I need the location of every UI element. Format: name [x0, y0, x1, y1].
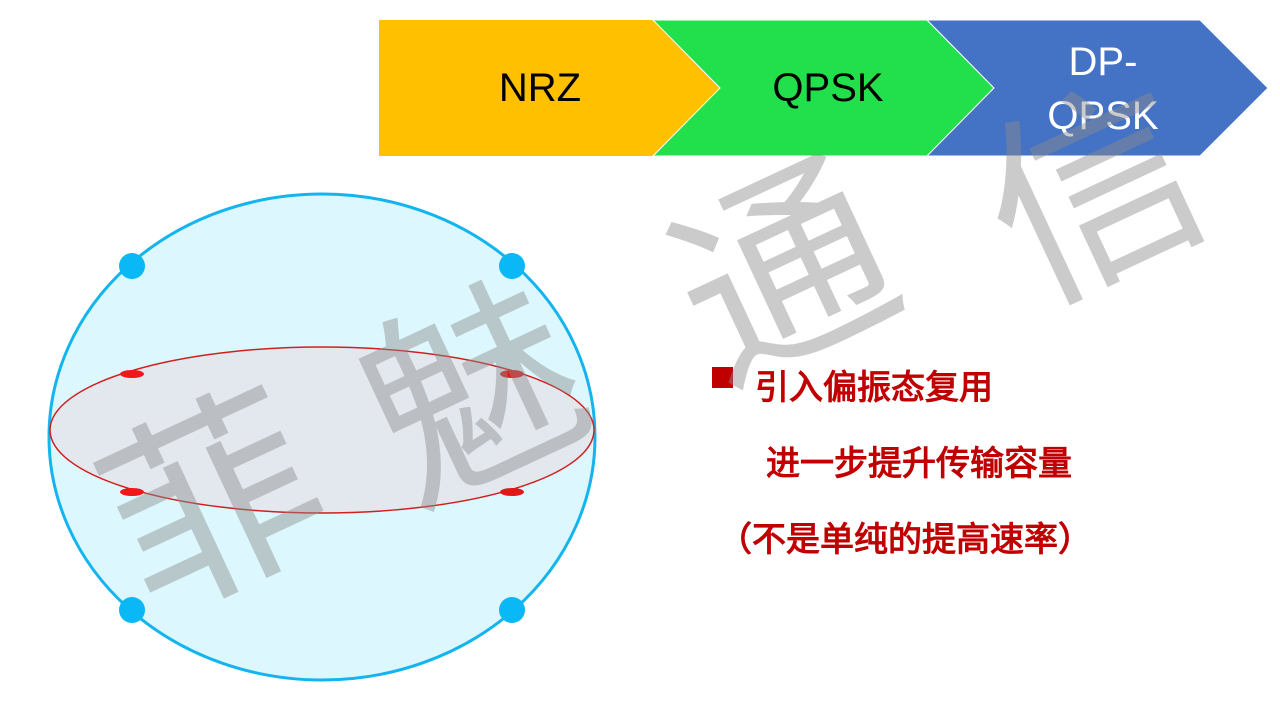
step-qpsk-label: QPSK	[772, 66, 884, 110]
step-dpqpsk-label-2: QPSK	[1047, 94, 1159, 138]
polarization-point	[500, 370, 524, 378]
poincare-sphere	[47, 192, 597, 682]
bullet-line-3: （不是单纯的提高速率）	[718, 521, 1092, 559]
polarization-point	[500, 488, 524, 496]
step-nrz-label: NRZ	[498, 66, 582, 110]
constellation-point	[499, 253, 525, 279]
step-dpqpsk-arrow	[925, 19, 1269, 157]
polarization-point	[120, 370, 144, 378]
constellation-point	[499, 597, 525, 623]
equator-ellipse	[49, 346, 595, 514]
polarization-point	[120, 488, 144, 496]
step-nrz-arrow	[379, 20, 720, 156]
constellation-point	[119, 597, 145, 623]
bullet-square-icon	[712, 367, 733, 388]
bullet-line-2: 进一步提升传输容量	[766, 445, 1072, 483]
step-dpqpsk-label-1: DP-	[1068, 40, 1138, 84]
bullet-line-1: 引入偏振态复用	[755, 369, 993, 407]
constellation-point	[119, 253, 145, 279]
